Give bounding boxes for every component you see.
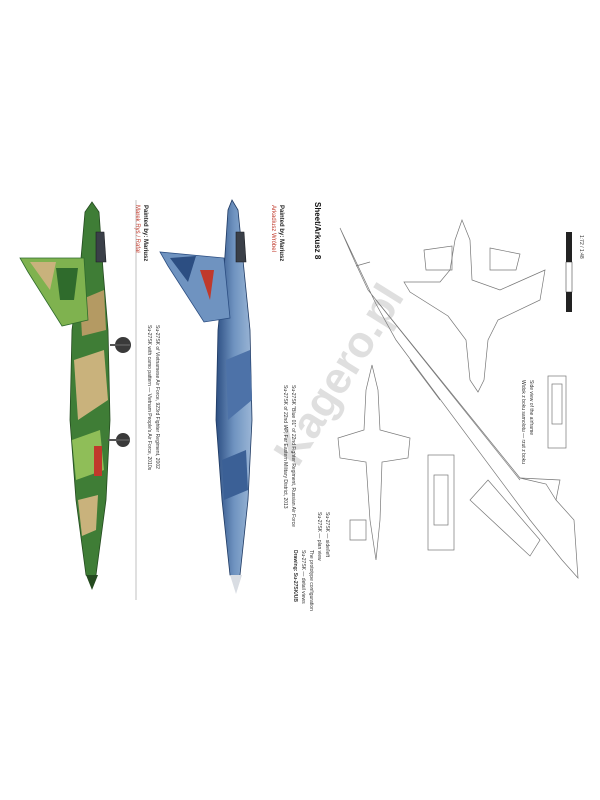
drawing-bottom-4: Su-27SK — detail views xyxy=(300,550,306,604)
right-painted-by: Painted by: Mariusz xyxy=(278,205,284,262)
right-caption-2: Su-27SK of 22nd IAP, Far Eastern Militar… xyxy=(282,385,288,509)
drawing-bottom-3: The prototype configuration xyxy=(308,550,314,611)
left-caption-2: Su-27SK with camo pattern — Vietnam Peop… xyxy=(146,325,152,471)
drawing-note-1: Side view of the airframe xyxy=(528,380,534,436)
left-author: Marek Ryś / Rafał xyxy=(134,205,140,253)
drawing-note-2: Widok z boku samolotu — rzut z boku xyxy=(520,380,526,464)
left-painted-by: Painted by: Mariusz xyxy=(142,205,148,262)
right-author: Arkadiusz Wróbel xyxy=(270,205,276,252)
sheet-title: Sheet/Arkusz 8 xyxy=(313,202,322,260)
left-caption-1: Su-27SK of Vietnamese Air Force, 923rd F… xyxy=(154,325,160,469)
scale-note: 1:72 / 1:48 xyxy=(578,235,584,259)
drawing-bottom-5: Drawing: Su-27SK/UB xyxy=(292,550,298,602)
drawing-bottom-2: Su-27SK — plan view xyxy=(316,512,322,561)
right-caption-1: Su-27SK "Blue 01" of 22nd Fighter Regime… xyxy=(290,385,296,527)
drawing-bottom-1: Su-27SK — side/left xyxy=(324,512,330,558)
